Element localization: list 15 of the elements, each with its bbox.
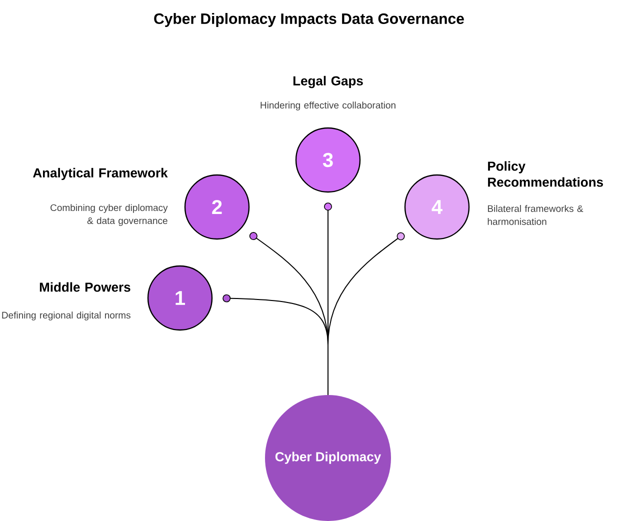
heading: Legal Gaps: [293, 76, 363, 88]
description: Combining cyber diplomacy & data governance: [50, 204, 168, 226]
connector: [328, 232, 405, 396]
circle-node: 3: [295, 127, 361, 193]
heading: Middle Powers: [40, 282, 130, 292]
description: Defining regional digital norms: [2, 312, 130, 320]
heading: Policy Recommendations: [488, 161, 603, 187]
circle-node: 1: [147, 265, 213, 331]
title: Cyber Diplomacy Impacts Data Governance: [154, 13, 464, 27]
circle-node: Cyber Diplomacy: [265, 395, 391, 521]
heading: Analytical Framework: [33, 168, 168, 180]
description: Bilateral frameworks & harmonisation: [488, 205, 584, 225]
description: Hindering effective collaboration: [260, 102, 396, 110]
circle-node: 2: [184, 174, 250, 240]
circle-node: 4: [404, 174, 470, 240]
